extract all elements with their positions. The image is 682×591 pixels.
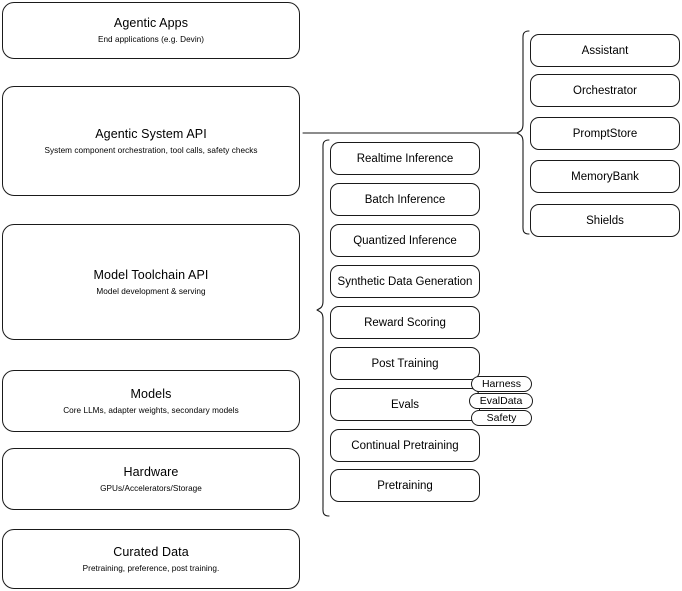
toolchain-item-label: Realtime Inference [356, 152, 454, 165]
layer-title: Agentic Apps [113, 16, 189, 30]
system-item-assistant[interactable]: Assistant [530, 34, 680, 67]
layer-models[interactable]: Models Core LLMs, adapter weights, secon… [2, 370, 300, 432]
eval-pill-label: Safety [486, 412, 517, 424]
eval-pill-label: EvalData [479, 395, 523, 407]
toolchain-item-batch-inference[interactable]: Batch Inference [330, 183, 480, 216]
toolchain-item-continual-pretraining[interactable]: Continual Pretraining [330, 429, 480, 462]
layer-agentic-apps[interactable]: Agentic Apps End applications (e.g. Devi… [2, 2, 300, 59]
system-item-memorybank[interactable]: MemoryBank [530, 160, 680, 193]
toolchain-item-label: Quantized Inference [353, 234, 457, 247]
layer-title: Models [130, 386, 172, 401]
layer-subtitle: Core LLMs, adapter weights, secondary mo… [63, 405, 239, 415]
system-item-label: Shields [586, 214, 624, 227]
layer-title: Agentic System API [95, 126, 207, 141]
toolchain-item-post-training[interactable]: Post Training [330, 347, 480, 380]
system-item-shields[interactable]: Shields [530, 204, 680, 237]
system-item-orchestrator[interactable]: Orchestrator [530, 74, 680, 107]
layer-title: Hardware [123, 464, 179, 479]
toolchain-item-pretraining[interactable]: Pretraining [330, 469, 480, 502]
toolchain-item-label: Post Training [371, 357, 439, 370]
system-item-label: MemoryBank [571, 170, 639, 183]
toolchain-item-label: Reward Scoring [364, 316, 446, 329]
toolchain-item-synthetic-data-generation[interactable]: Synthetic Data Generation [330, 265, 480, 298]
eval-pill-label: Harness [481, 378, 522, 390]
system-item-promptstore[interactable]: PromptStore [530, 117, 680, 150]
system-item-label: Orchestrator [573, 84, 637, 97]
layer-title: Model Toolchain API [93, 267, 209, 282]
toolchain-item-evals[interactable]: Evals [330, 388, 480, 421]
layer-agentic-system-api[interactable]: Agentic System API System component orch… [2, 86, 300, 196]
toolchain-item-label: Pretraining [377, 479, 433, 492]
toolchain-item-label: Synthetic Data Generation [337, 275, 473, 288]
system-items-brace [516, 30, 530, 235]
eval-pill-safety[interactable]: Safety [471, 410, 532, 426]
toolchain-item-label: Evals [390, 398, 420, 411]
eval-pill-harness[interactable]: Harness [471, 376, 532, 392]
toolchain-item-label: Continual Pretraining [351, 439, 459, 452]
system-item-label: PromptStore [572, 127, 638, 140]
layer-subtitle: System component orchestration, tool cal… [44, 145, 258, 155]
system-item-label: Assistant [581, 44, 629, 57]
toolchain-item-quantized-inference[interactable]: Quantized Inference [330, 224, 480, 257]
layer-subtitle: GPUs/Accelerators/Storage [100, 483, 202, 493]
layer-title: Curated Data [113, 544, 189, 559]
toolchain-item-label: Batch Inference [364, 193, 446, 206]
layer-subtitle: Model development & serving [96, 286, 206, 296]
layer-subtitle: Pretraining, preference, post training. [82, 563, 220, 573]
toolchain-item-reward-scoring[interactable]: Reward Scoring [330, 306, 480, 339]
layer-subtitle: End applications (e.g. Devin) [97, 35, 205, 44]
toolchain-items-brace [316, 139, 330, 517]
toolchain-item-realtime-inference[interactable]: Realtime Inference [330, 142, 480, 175]
layer-hardware[interactable]: Hardware GPUs/Accelerators/Storage [2, 448, 300, 510]
layer-model-toolchain-api[interactable]: Model Toolchain API Model development & … [2, 224, 300, 340]
eval-pill-evaldata[interactable]: EvalData [469, 393, 533, 409]
layer-curated-data[interactable]: Curated Data Pretraining, preference, po… [2, 529, 300, 589]
